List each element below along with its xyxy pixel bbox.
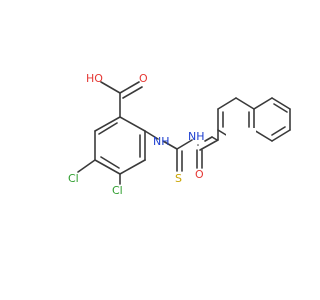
chlorine-right-label: Cl	[112, 184, 123, 197]
bond	[100, 81, 121, 94]
bond	[119, 159, 146, 175]
amide-oxygen-label: O	[195, 168, 204, 181]
acid-oxygen-label: O	[139, 72, 148, 85]
bond	[94, 116, 121, 132]
bond	[204, 136, 213, 142]
nh-label-1: NH	[153, 135, 170, 148]
bond	[271, 129, 291, 142]
nh-label-2: NH	[188, 130, 205, 143]
bond	[119, 81, 140, 94]
bond	[217, 97, 237, 110]
bond	[271, 97, 291, 110]
benzoic-acid-ring	[94, 116, 146, 175]
bond	[122, 86, 143, 99]
bond	[119, 116, 146, 132]
bond	[144, 130, 159, 140]
bond	[199, 139, 219, 151]
bond	[273, 103, 288, 113]
bond	[253, 97, 273, 110]
bond	[235, 97, 255, 110]
amide-fix	[196, 129, 219, 169]
bond-chlorine-left	[77, 159, 96, 173]
bond	[94, 159, 121, 175]
bond	[271, 126, 286, 136]
molecule-canvas: HO O NH NH S O Cl Cl	[68, 72, 300, 197]
bond	[162, 140, 178, 150]
carboxylic-acid-group	[100, 81, 143, 118]
bond	[176, 139, 193, 150]
chlorine-left-label: Cl	[68, 172, 79, 185]
thiourea-linker	[144, 130, 193, 172]
bond	[98, 122, 118, 135]
sulfur-label: S	[175, 172, 182, 185]
hydroxyl-label: HO	[86, 72, 103, 85]
bond	[100, 156, 120, 169]
bond	[253, 129, 273, 142]
